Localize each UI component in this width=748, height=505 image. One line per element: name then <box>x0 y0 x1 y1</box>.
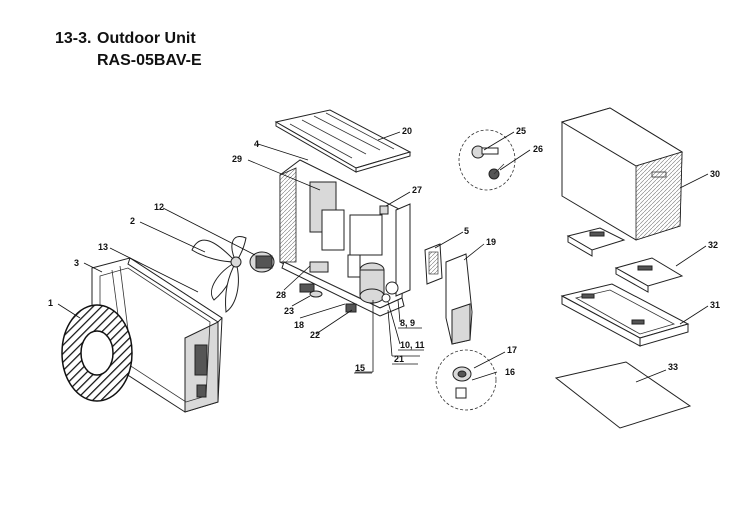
fan-grill <box>61 304 133 402</box>
main-chassis <box>279 159 411 317</box>
section-title: Outdoor Unit <box>97 30 196 47</box>
callout-25: 25 <box>516 126 526 136</box>
callout-15: 15 <box>355 363 365 373</box>
callout-3: 3 <box>74 258 79 268</box>
propeller-fan <box>191 236 247 313</box>
callout-17: 17 <box>507 345 517 355</box>
packing-pads <box>566 227 684 293</box>
callout-4: 4 <box>254 139 259 149</box>
model-number: RAS-05BAV-E <box>97 52 202 69</box>
callout-5: 5 <box>464 226 469 236</box>
callout-8-9: 8, 9 <box>400 318 415 328</box>
packing-case <box>560 107 684 241</box>
callout-labels: 1 2 3 4 5 8, 9 10, 11 12 13 15 16 17 18 … <box>48 126 720 377</box>
callout-underlines <box>354 327 424 374</box>
callout-1: 1 <box>48 298 53 308</box>
callout-19: 19 <box>486 237 496 247</box>
callout-31: 31 <box>710 300 720 310</box>
packing-base <box>560 283 690 347</box>
callout-33: 33 <box>668 362 678 372</box>
callout-16: 16 <box>505 367 515 377</box>
callout-27: 27 <box>412 185 422 195</box>
leader-lines <box>57 131 709 383</box>
callout-29: 29 <box>232 154 242 164</box>
callout-28: 28 <box>276 290 286 300</box>
callout-30: 30 <box>710 169 720 179</box>
callout-12: 12 <box>154 202 164 212</box>
callout-10-11: 10, 11 <box>400 340 425 350</box>
callout-13: 13 <box>98 242 108 252</box>
packing-sheet <box>554 361 692 429</box>
callout-26: 26 <box>533 144 543 154</box>
valve-detail <box>458 129 516 191</box>
fan-motor <box>249 251 275 273</box>
callout-20: 20 <box>402 126 412 136</box>
side-panel <box>445 253 473 345</box>
callout-21: 21 <box>394 354 404 364</box>
callout-32: 32 <box>708 240 718 250</box>
callout-23: 23 <box>284 306 294 316</box>
drain-detail <box>435 349 497 411</box>
callout-2: 2 <box>130 216 135 226</box>
callout-22: 22 <box>310 330 320 340</box>
top-cover <box>274 109 412 173</box>
terminal-cover <box>424 243 443 285</box>
section-number: 13-3. <box>55 30 92 47</box>
callout-18: 18 <box>294 320 304 330</box>
diagram-heading: 13-3. Outdoor Unit RAS-05BAV-E <box>55 28 202 72</box>
